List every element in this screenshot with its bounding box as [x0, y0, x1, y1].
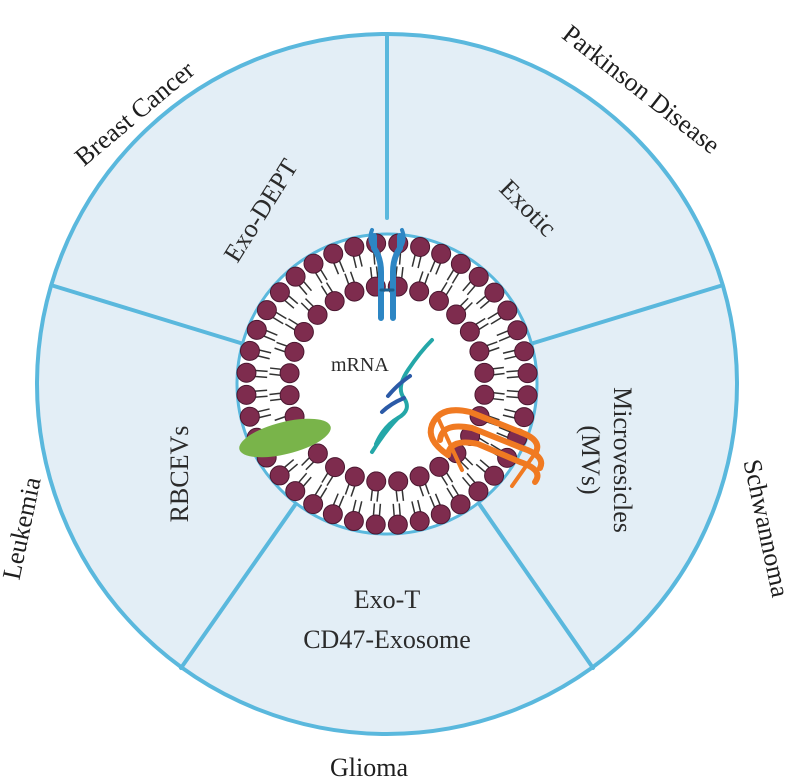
lipid-head-inner	[284, 341, 305, 362]
lipid-head-outer	[517, 363, 538, 384]
divider-upper-right	[525, 284, 722, 347]
lipid-head-inner	[307, 443, 328, 464]
lipid-head-inner	[344, 281, 365, 302]
orange-protein-icon	[427, 407, 545, 488]
lipid-head-inner	[388, 471, 409, 492]
lipid-head-inner	[307, 304, 328, 325]
segment-label-exo-t: Exo-T	[354, 585, 421, 614]
lipid-head-outer	[484, 465, 505, 486]
lipid-head-inner	[344, 466, 365, 487]
lipid-head-inner	[459, 321, 480, 342]
mrna-label: mRNA	[331, 354, 389, 376]
lipid-head-outer	[517, 385, 538, 406]
divider-upper-left	[52, 284, 249, 347]
lipid-head-inner	[409, 281, 430, 302]
divider-lower-left	[179, 503, 297, 670]
lipid-head-inner	[293, 322, 314, 343]
wheel-dividers	[52, 32, 722, 670]
lipid-head-outer	[514, 341, 535, 362]
disease-label-schwannoma: Schwannoma	[738, 457, 787, 600]
receptor-icon	[368, 228, 406, 321]
lipid-head-inner	[279, 363, 300, 384]
lipid-head-outer	[246, 319, 267, 340]
exosome-vesicle	[235, 232, 539, 536]
segment-label-microvesicles-line1: Microvesicles	[608, 387, 637, 533]
lipid-head-inner	[324, 291, 345, 312]
lipid-head-outer	[507, 320, 528, 341]
lipid-head-outer	[239, 340, 260, 361]
lipid-head-outer	[450, 494, 471, 515]
green-protein-icon	[239, 418, 331, 458]
lipid-head-inner	[325, 457, 346, 478]
lipid-head-inner	[474, 362, 495, 383]
disease-label-glioma: Glioma	[330, 753, 408, 782]
lipid-head-outer	[431, 243, 452, 264]
lipid-head-outer	[236, 362, 257, 383]
lipid-head-inner	[474, 384, 495, 405]
disease-label-leukemia: Leukemia	[0, 474, 47, 582]
lipid-head-inner	[446, 304, 467, 325]
lipid-head-outer	[468, 481, 489, 502]
lipid-head-outer	[285, 481, 306, 502]
lipid-head-outer	[303, 253, 324, 274]
segment-label-microvesicles: Microvesicles (MVs)	[576, 387, 637, 533]
lipid-head-outer	[344, 236, 365, 257]
lipid-head-outer	[450, 253, 471, 274]
lipid-head-outer	[468, 266, 489, 287]
lipid-head-outer	[343, 511, 364, 532]
lipid-head-outer	[497, 300, 518, 321]
mrna-strand-icon	[370, 338, 434, 454]
lipid-head-outer	[484, 282, 505, 303]
segment-label-cd47-exosome: CD47-Exosome	[303, 625, 471, 654]
lipid-head-outer	[430, 504, 451, 525]
lipid-head-outer	[387, 514, 408, 535]
lipid-head-inner	[409, 466, 430, 487]
lipid-head-outer	[514, 407, 535, 428]
lipid-head-outer	[409, 511, 430, 532]
lipid-head-outer	[303, 494, 324, 515]
lipid-head-outer	[410, 236, 431, 257]
lipid-head-outer	[236, 384, 257, 405]
divider-lower-right	[478, 503, 595, 670]
lipid-head-outer	[322, 504, 343, 525]
lipid-head-outer	[256, 300, 277, 321]
lipid-head-outer	[269, 465, 290, 486]
lipid-head-outer	[269, 282, 290, 303]
lipid-head-inner	[469, 341, 490, 362]
lipid-head-outer	[239, 406, 260, 427]
lipid-head-inner	[429, 456, 450, 477]
lipid-head-inner	[428, 290, 449, 311]
lipid-head-inner	[366, 471, 387, 492]
segment-label-rbcevs: RBCEVs	[165, 426, 194, 523]
lipid-head-outer	[365, 514, 386, 535]
segment-label-microvesicles-line2: (MVs)	[576, 425, 605, 494]
lipid-head-outer	[323, 243, 344, 264]
lipid-head-inner	[279, 385, 300, 406]
lipid-head-outer	[285, 266, 306, 287]
